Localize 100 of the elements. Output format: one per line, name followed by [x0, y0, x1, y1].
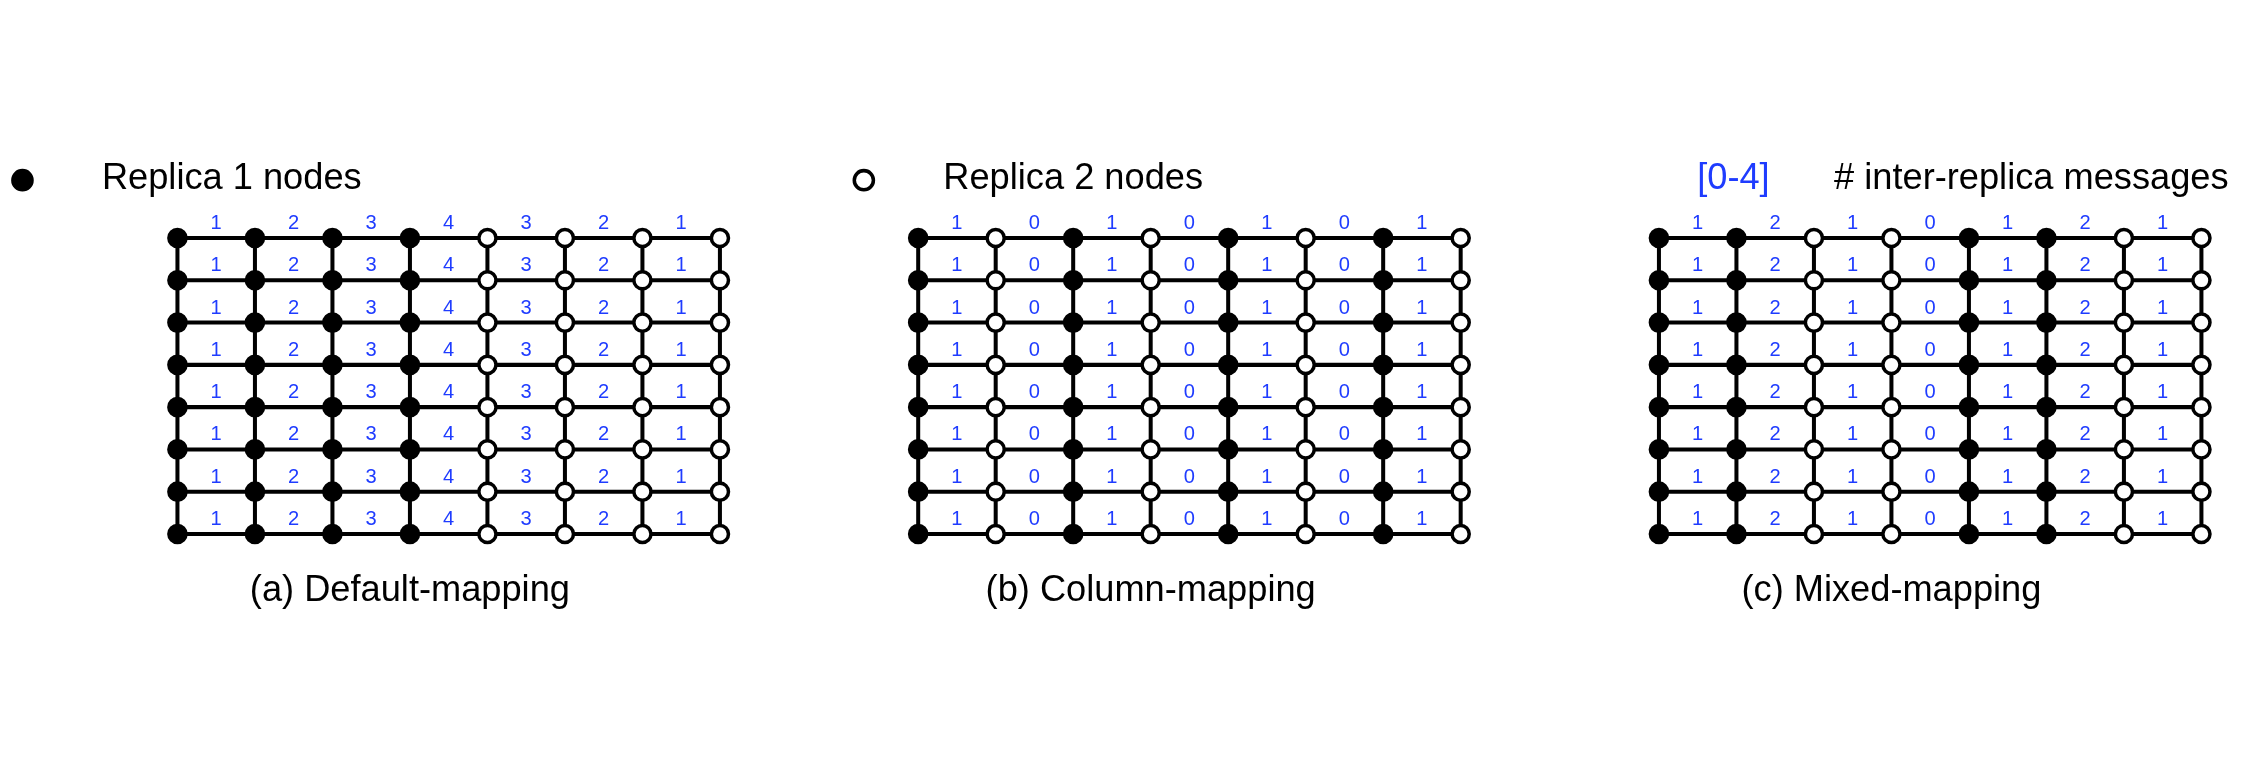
- node-circle: [985, 227, 1006, 248]
- connector: [1159, 531, 1220, 536]
- connector: [2055, 446, 2116, 451]
- edge-label: 0: [1028, 506, 1041, 529]
- node-circle: [2191, 269, 2212, 291]
- connector: [651, 446, 712, 451]
- node-circle: [1140, 396, 1161, 417]
- node-dot: [1726, 438, 1747, 460]
- connector: [1314, 320, 1375, 325]
- connector: [717, 373, 722, 398]
- edge-label: 2: [288, 210, 300, 233]
- connector: [1745, 446, 1806, 451]
- connector: [341, 277, 402, 282]
- node-circle: [1803, 480, 1825, 502]
- connector: [2121, 288, 2126, 314]
- connector: [2121, 457, 2126, 483]
- edge-label: 2: [1769, 252, 1781, 275]
- connector: [1745, 489, 1806, 494]
- connector: [2132, 489, 2193, 494]
- connector: [1236, 489, 1297, 494]
- edge-label: 0: [1183, 337, 1196, 360]
- connector: [330, 499, 335, 525]
- connector: [2044, 457, 2049, 483]
- edge-label: 3: [365, 379, 377, 402]
- connector: [1004, 362, 1065, 367]
- connector: [252, 415, 257, 441]
- node-circle: [477, 227, 498, 248]
- connector: [651, 277, 712, 282]
- connector: [717, 415, 722, 441]
- connector: [1081, 489, 1142, 494]
- connector: [1900, 531, 1961, 536]
- node-dot: [167, 227, 188, 248]
- connector: [1966, 246, 1971, 272]
- node-dot: [399, 311, 421, 333]
- connector: [1159, 235, 1220, 240]
- connector: [2199, 373, 2204, 398]
- edge-label: 2: [288, 464, 300, 487]
- edge-label: 3: [365, 295, 377, 318]
- connector: [407, 246, 412, 272]
- connector: [1745, 531, 1806, 536]
- connector: [485, 415, 490, 441]
- edge-label: 1: [1847, 295, 1859, 318]
- node-circle: [1881, 523, 1902, 544]
- edge-label: 1: [951, 421, 963, 444]
- connector: [2199, 288, 2204, 314]
- node-dot: [907, 396, 929, 417]
- node-circle: [709, 438, 731, 460]
- connector: [1900, 404, 1961, 409]
- connector: [573, 489, 634, 494]
- edge-label: 3: [520, 464, 532, 487]
- connector: [186, 362, 247, 367]
- edge-label: 3: [365, 421, 377, 444]
- connector: [341, 404, 402, 409]
- node-circle: [985, 354, 1006, 375]
- connector: [1236, 362, 1297, 367]
- connector: [1734, 330, 1739, 356]
- node-circle: [1295, 396, 1316, 417]
- node-dot: [1062, 311, 1084, 333]
- connector: [640, 246, 645, 272]
- edge-label: 1: [2157, 210, 2169, 233]
- edge-label: 2: [1769, 421, 1781, 444]
- connector: [1811, 457, 1816, 483]
- connector: [2044, 373, 2049, 398]
- connector: [496, 320, 557, 325]
- connector: [2121, 499, 2126, 525]
- connector: [1314, 404, 1375, 409]
- connector: [1148, 288, 1153, 314]
- connector: [1236, 404, 1297, 409]
- connector: [1889, 373, 1894, 398]
- node-circle: [1140, 227, 1161, 248]
- edge-label: 1: [1261, 379, 1273, 402]
- edge-label: 0: [1183, 252, 1196, 275]
- node-circle: [2191, 227, 2212, 248]
- node-dot: [167, 311, 188, 333]
- node-circle: [477, 269, 498, 291]
- connector: [1071, 457, 1076, 483]
- connector: [1071, 246, 1076, 272]
- connector: [1004, 235, 1065, 240]
- connector: [1226, 330, 1231, 356]
- legend-label: Replica 2 nodes: [943, 155, 1204, 197]
- connector: [330, 373, 335, 398]
- node-circle: [1803, 396, 1825, 417]
- node-dot: [1726, 311, 1747, 333]
- connector: [1966, 415, 1971, 441]
- connector: [1458, 415, 1463, 441]
- connector: [717, 288, 722, 314]
- node-circle: [2113, 438, 2135, 460]
- node-circle: [554, 480, 576, 502]
- connector: [341, 362, 402, 367]
- connector: [1811, 499, 1816, 525]
- connector: [640, 415, 645, 441]
- node-dot: [1958, 480, 1980, 502]
- connector: [1811, 246, 1816, 272]
- edge-label: 1: [1692, 421, 1704, 444]
- connector: [252, 457, 257, 483]
- connector: [252, 373, 257, 398]
- edge-label: 1: [210, 379, 222, 402]
- node-circle: [554, 438, 576, 460]
- connector: [252, 246, 257, 272]
- node-circle: [709, 396, 731, 417]
